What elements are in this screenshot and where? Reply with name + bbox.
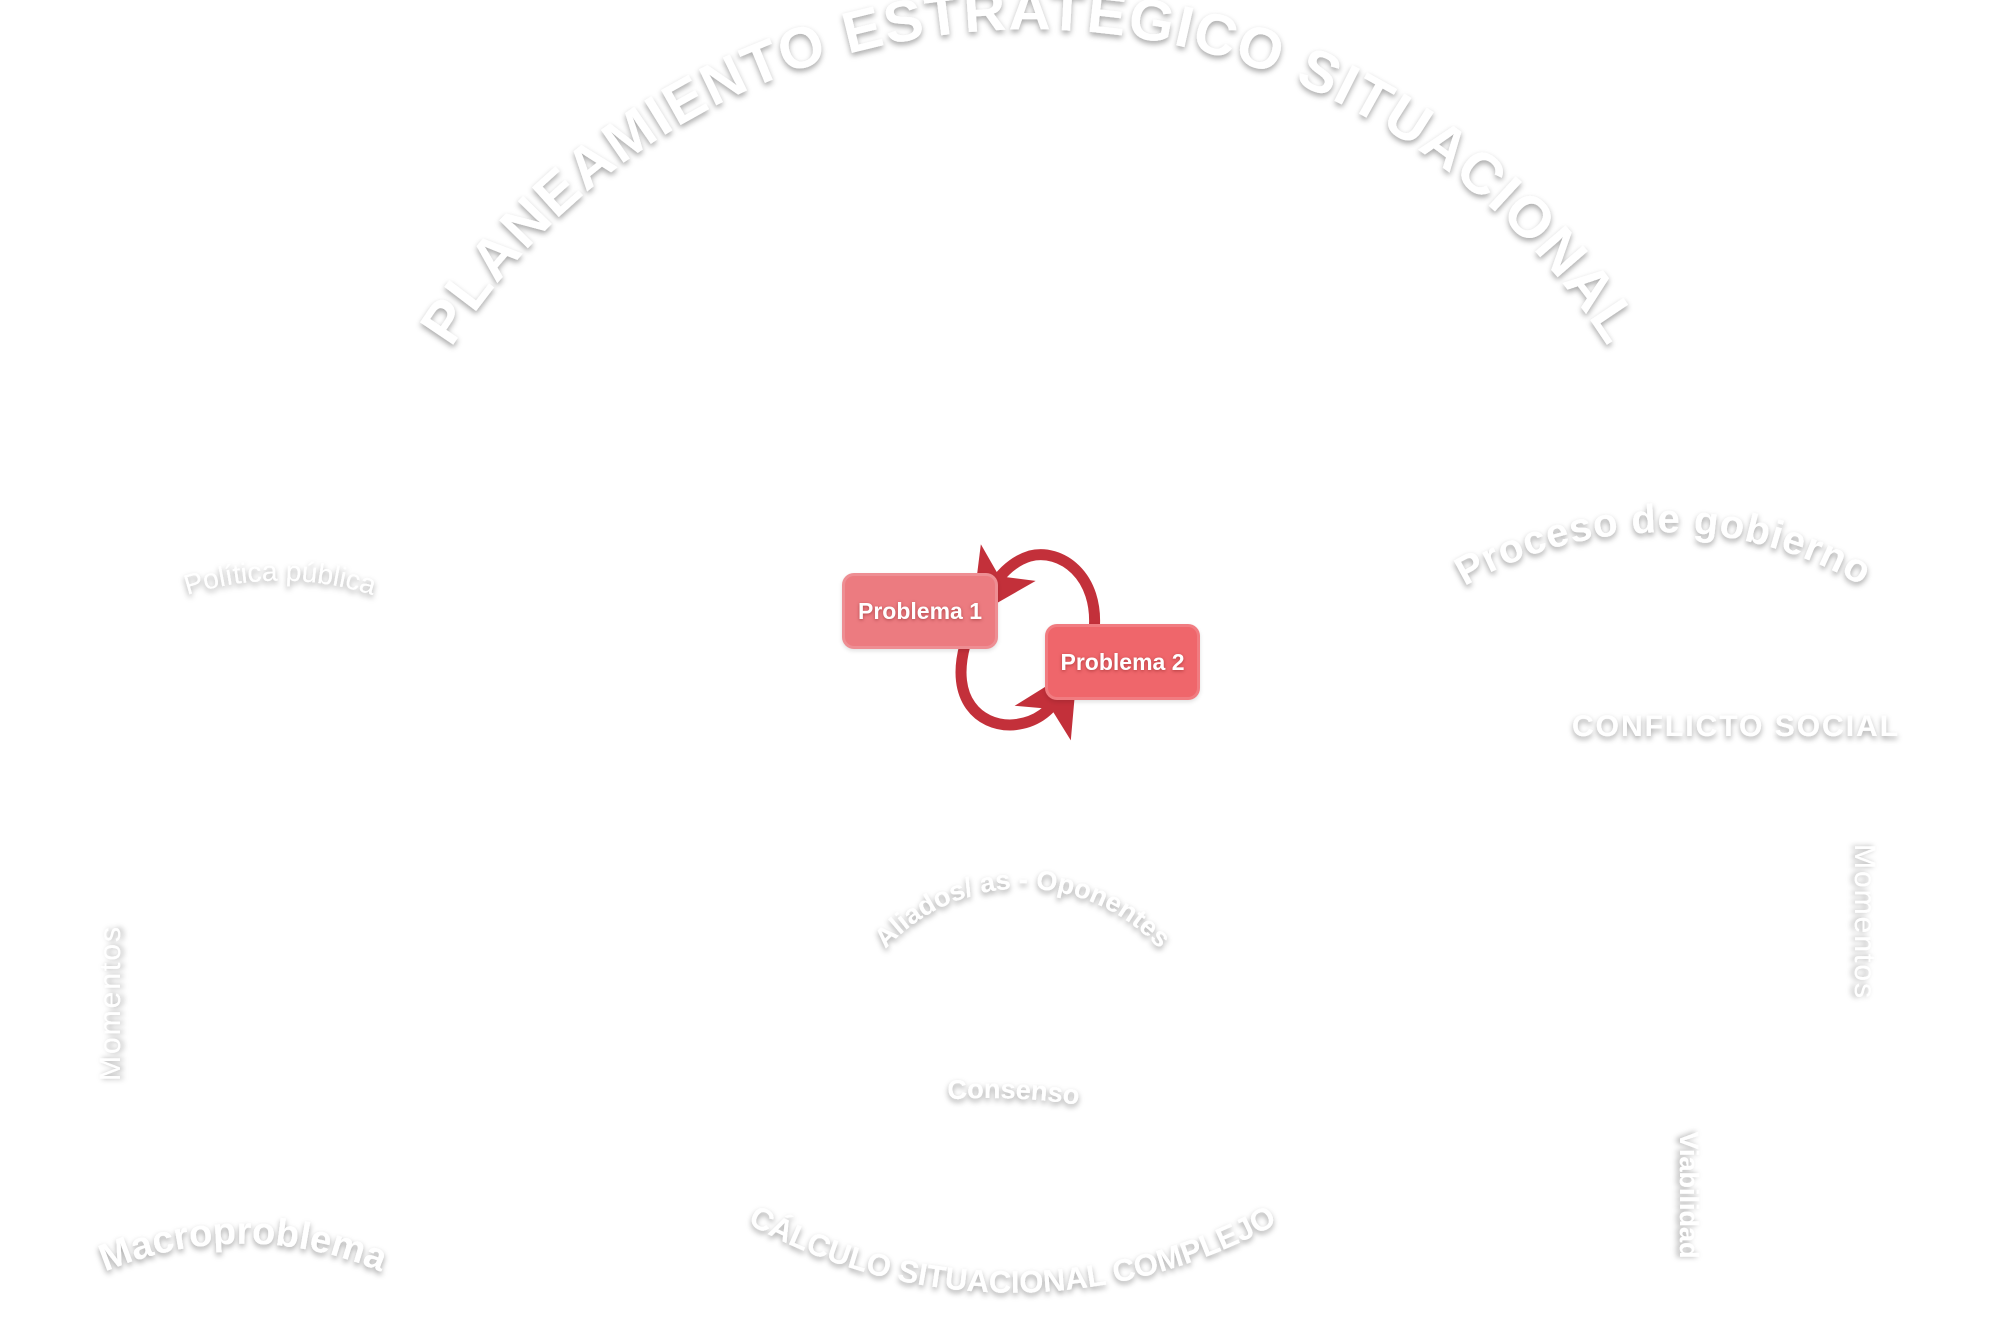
label-politica-publica: Política pública	[180, 556, 380, 601]
label-momentos-left: Momentos	[94, 925, 127, 1081]
label-macroproblema: Macroproblema	[93, 1211, 393, 1281]
label-viabilidad: Viabilidad	[1674, 1131, 1704, 1258]
cycle-arrow-top-icon	[971, 544, 1101, 638]
label-calculo-situacional-complejo: CÁLCULO SITUACIONAL COMPLEJO	[744, 1199, 1281, 1300]
cycle-arrow-bottom-icon	[955, 639, 1078, 741]
problema-1-box: Problema 1	[842, 573, 998, 649]
label-consenso: Consenso	[947, 1074, 1082, 1111]
label-conflicto-social: CONFLICTO SOCIAL	[1572, 710, 1900, 743]
label-momentos-right: Momentos	[1848, 844, 1881, 1000]
problema-2-box: Problema 2	[1045, 624, 1200, 700]
label-proceso-de-gobierno: Proceso de gobierno	[1448, 497, 1879, 594]
label-aliados-oponentes: Aliados/ as - Oponentes	[869, 865, 1177, 954]
diagram-title: PLANEAMIENTO ESTRATÉGICO SITUACIONAL	[408, 0, 1652, 355]
